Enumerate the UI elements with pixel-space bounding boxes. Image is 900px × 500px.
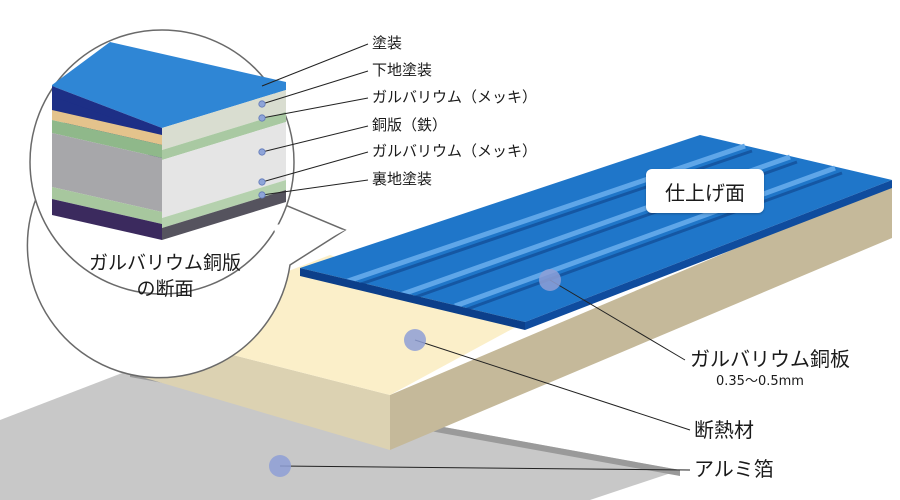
section-title-line1: ガルバリウム銅版 xyxy=(88,252,241,274)
insulation-label: 断熱材 xyxy=(694,418,754,442)
steel-sheet-label: ガルバリウム銅板 xyxy=(690,347,850,371)
insulation-marker xyxy=(404,329,426,351)
foil-marker xyxy=(269,455,291,477)
layer-label-back-coat: 裏地塗装 xyxy=(372,170,433,188)
foil-label: アルミ箔 xyxy=(694,457,774,481)
cross-section-block xyxy=(52,42,286,240)
layer-label-primer: 下地塗装 xyxy=(372,61,433,79)
finish-surface-label: 仕上げ面 xyxy=(646,169,764,213)
insulation-side-face xyxy=(390,182,892,450)
layer-label-galvalume-lower: ガルバリウム（メッキ） xyxy=(372,142,538,160)
section-title: ガルバリウム銅版 の断面 xyxy=(60,250,270,302)
thickness-label: 0.35〜0.5mm xyxy=(716,374,804,389)
roof-sheet-side-edge xyxy=(525,180,892,330)
layer-label-steel: 銅版（鉄） xyxy=(372,116,448,134)
roof-sheet-front-edge xyxy=(300,268,525,330)
layer-label-paint: 塗装 xyxy=(372,34,403,52)
steel-marker xyxy=(539,269,561,291)
layer-label-galvalume-upper: ガルバリウム（メッキ） xyxy=(372,88,538,106)
component-leader-lines xyxy=(279,279,691,471)
section-title-line2: の断面 xyxy=(136,278,194,300)
layer-markers xyxy=(258,100,266,199)
callout-tail-fill xyxy=(272,224,345,262)
layer-leader-lines xyxy=(261,43,369,196)
